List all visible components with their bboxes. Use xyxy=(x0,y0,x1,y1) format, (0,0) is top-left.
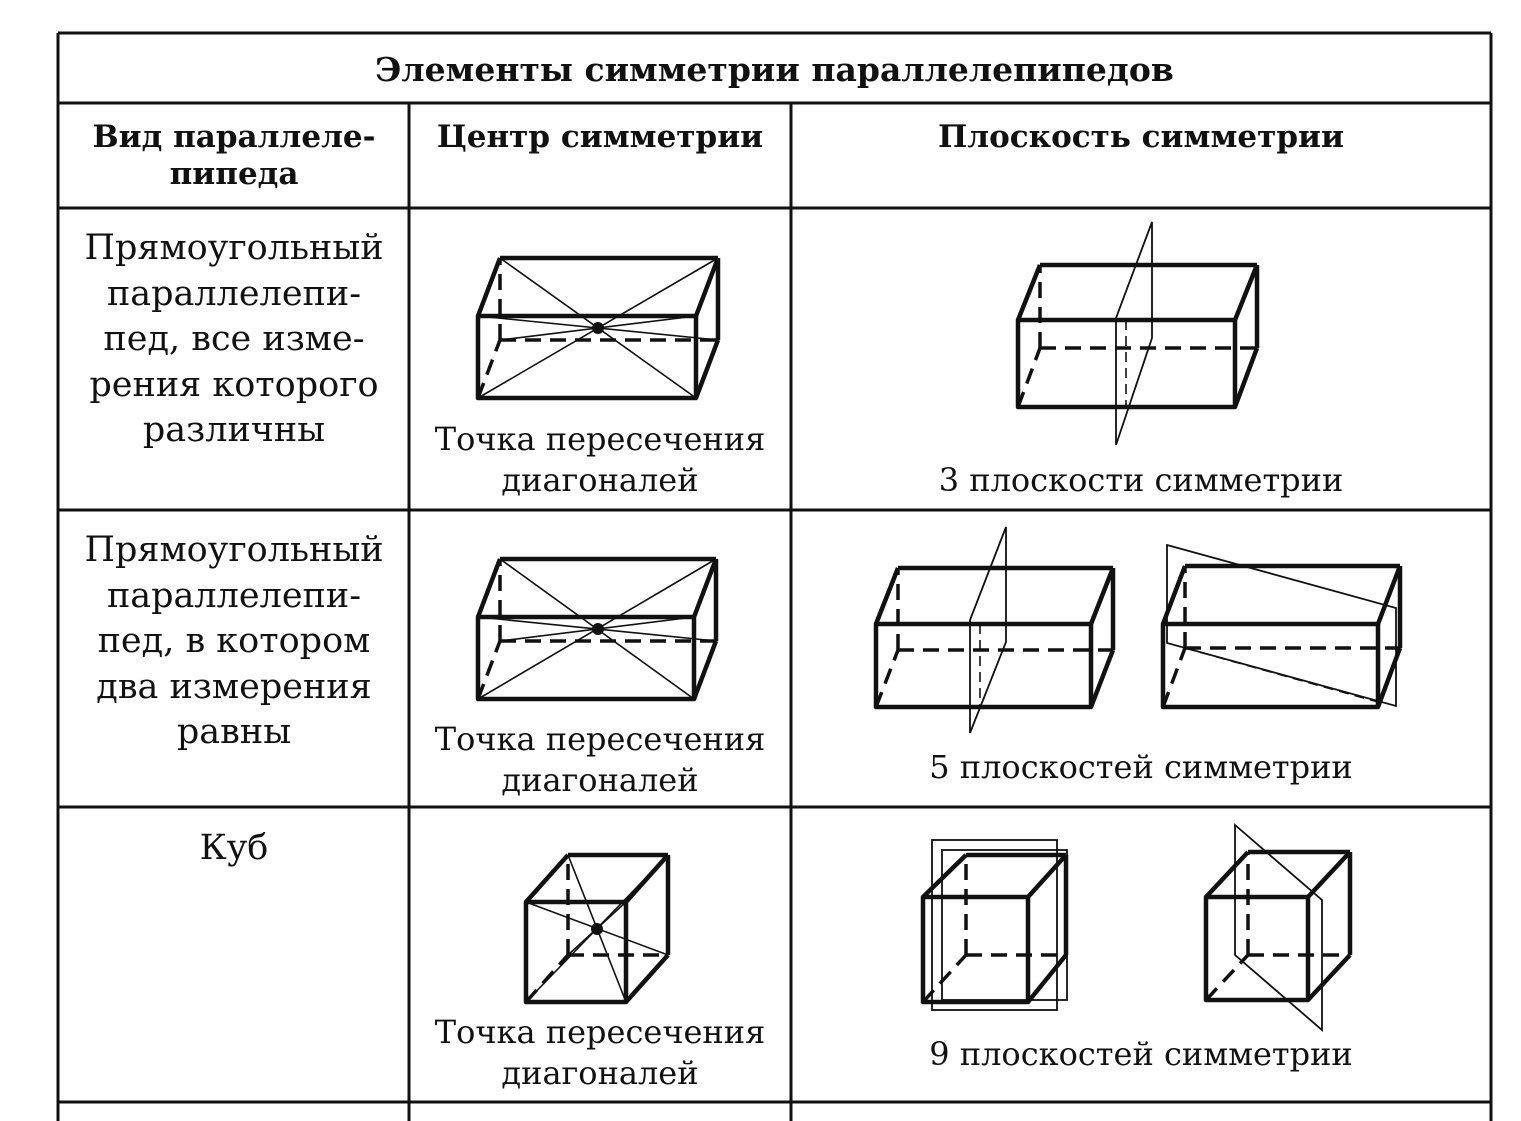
row-1-kind-line: различны xyxy=(142,410,326,450)
header-kind-line1: Вид параллеле- xyxy=(92,119,376,155)
row-1-kind-line: пед, все изме- xyxy=(103,319,365,359)
header-kind-line2: пипеда xyxy=(169,156,299,193)
box-plane-figure-row-1 xyxy=(1015,221,1260,446)
row-3-center-caption: Точка пересечения диагоналей xyxy=(410,1012,790,1093)
center-point xyxy=(591,923,603,935)
row-2-kind-line: два измерения xyxy=(96,666,372,707)
row-2-kind-line: Прямоугольный xyxy=(84,530,384,570)
row-1-center-caption: Точка пересечения диагоналей xyxy=(410,419,790,500)
row-2-plane-caption: 5 плоскостей симметрии xyxy=(929,748,1353,786)
caption-line: диагоналей xyxy=(501,760,699,799)
header-kind: Вид параллеле- пипеда xyxy=(60,119,408,193)
caption-line: Точка пересечения xyxy=(434,720,766,758)
row-2-kind-line: равны xyxy=(176,712,292,752)
box-plane-figure-row-2-a xyxy=(873,526,1116,734)
row-1-kind: Прямоугольный параллелепи- пед, все изме… xyxy=(60,226,408,454)
cube-center-figure xyxy=(523,852,671,1005)
row-2-kind-line: параллелепи- xyxy=(106,575,362,616)
row-1-kind-line: Прямоугольный xyxy=(84,228,384,268)
box-plane-figure-row-2-b xyxy=(1160,543,1403,710)
row-1-plane-caption: 3 плоскости симметрии xyxy=(938,461,1344,499)
row-3-plane-caption: 9 плоскостей симметрии xyxy=(929,1035,1353,1073)
row-2-kind-line: пед, в котором xyxy=(97,621,371,661)
row-2-kind: Прямоугольный параллелепи- пед, в которо… xyxy=(60,528,408,756)
center-point xyxy=(592,623,604,635)
box-center-figure-row-2 xyxy=(475,556,719,702)
cube-plane-figure-a xyxy=(920,839,1069,1011)
header-center: Центр симметрии xyxy=(436,119,764,155)
header-plane: Плоскость симметрии xyxy=(938,119,1344,155)
caption-line: диагоналей xyxy=(501,460,699,499)
table-title: Элементы симметрии параллелепипедов xyxy=(375,50,1174,89)
cube-plane-figure-b xyxy=(1203,823,1353,1032)
box-center-figure-row-1 xyxy=(475,255,721,401)
row-1-kind-line: параллелепи- xyxy=(106,273,362,314)
row-2-center-caption: Точка пересечения диагоналей xyxy=(410,719,790,800)
caption-line: Точка пересечения xyxy=(434,1013,766,1051)
center-point xyxy=(592,322,604,334)
row-1-kind-line: рения которого xyxy=(89,364,379,405)
caption-line: диагоналей xyxy=(501,1053,699,1092)
caption-line: Точка пересечения xyxy=(434,420,766,458)
row-3-kind: Куб xyxy=(60,826,408,872)
row-3-kind-line: Куб xyxy=(199,828,269,868)
